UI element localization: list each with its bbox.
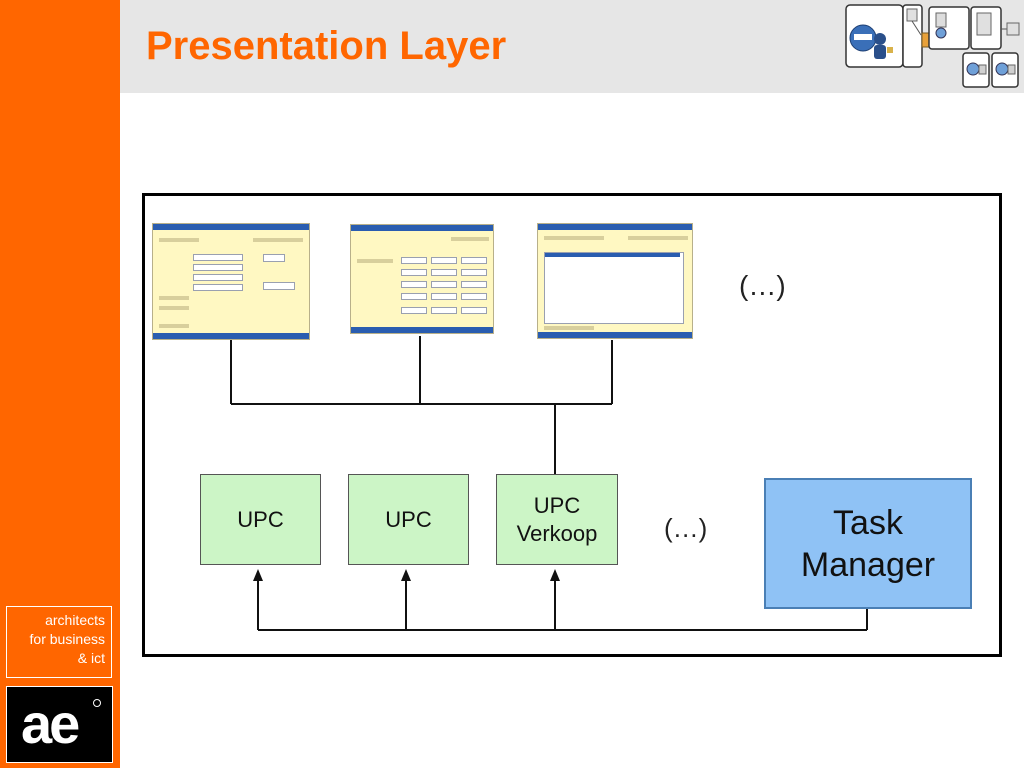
connector-lines [230, 336, 868, 631]
screen-thumbnail [350, 224, 494, 334]
screen-thumbnail [537, 223, 693, 339]
registered-mark-icon [93, 699, 101, 707]
task-manager-label: Manager [800, 545, 936, 584]
page-title: Presentation Layer [146, 24, 507, 68]
upc-box-sublabel: Verkoop [516, 520, 598, 546]
upc-box-label: UPC [237, 506, 284, 532]
more-upcs-ellipsis: (…) [664, 513, 708, 543]
upc-box-label: UPC [533, 492, 581, 518]
ae-logo: ae [6, 686, 113, 763]
logo-text: ae [21, 692, 80, 755]
architecture-layers-icon [845, 4, 1020, 88]
tagline-line: architects [45, 612, 105, 628]
upc-box: UPC [200, 474, 321, 565]
tagline-line: & ict [77, 650, 105, 666]
upc-verkoop-box: UPC Verkoop [496, 474, 618, 565]
more-screens-ellipsis: (…) [739, 270, 786, 301]
brand-sidebar: architects for business & ict ae [0, 0, 120, 768]
tagline-line: for business [29, 631, 105, 647]
upc-box-label: UPC [385, 506, 432, 532]
brand-tagline: architects for business & ict [6, 606, 112, 678]
architecture-diagram: (…) UPC UPC UPC Verkoop (…) Task [142, 193, 1002, 657]
task-manager-box: Task Manager [764, 478, 972, 609]
screen-thumbnail [152, 223, 310, 340]
slide-header: Presentation Layer [120, 0, 1024, 93]
task-manager-label: Task [833, 503, 903, 542]
upc-box: UPC [348, 474, 469, 565]
